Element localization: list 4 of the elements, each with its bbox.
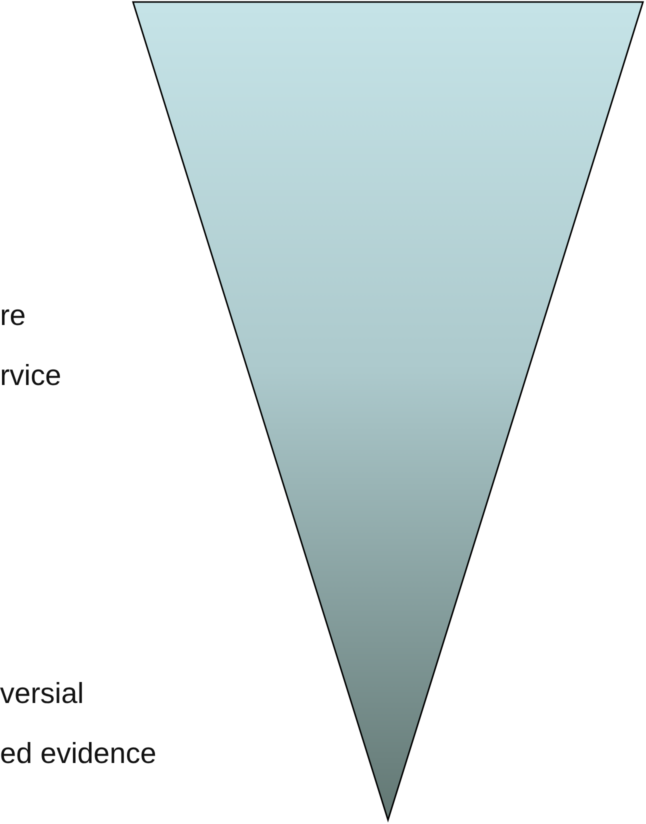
text-label: rvice xyxy=(0,362,62,391)
text-label: versial xyxy=(0,680,84,709)
text-label: ed evidence xyxy=(0,740,156,769)
text-label: re xyxy=(0,302,26,331)
